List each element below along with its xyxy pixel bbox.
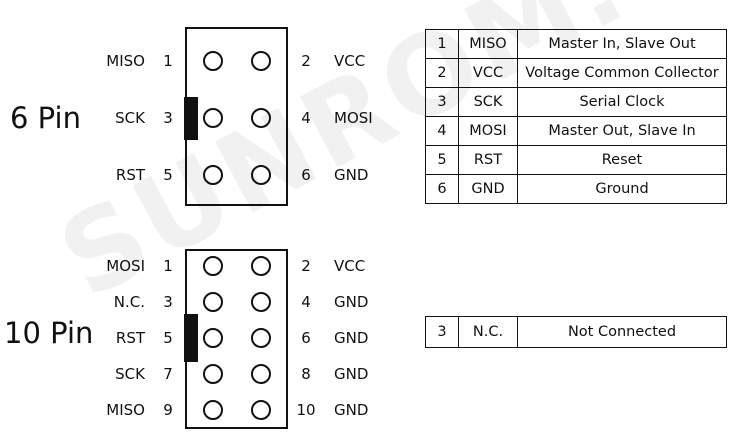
right-signal-label: GND [334,329,369,347]
pin-circle [251,364,271,384]
key-notch [184,97,198,140]
description-cell: Reset [517,145,727,175]
pin-circle [203,364,223,384]
right-signal-label: GND [334,166,369,184]
pin-number-cell: 2 [425,58,459,88]
signal-cell: GND [458,174,518,204]
header-title: 6 Pin [10,101,81,135]
signal-cell: SCK [458,87,518,117]
right-signal-label: VCC [334,52,366,70]
left-signal-label: RST [115,166,145,184]
header-title: 10 Pin [4,316,94,350]
description-cell: Master In, Slave Out [517,29,727,59]
right-pin-number: 10 [296,401,316,419]
right-signal-label: GND [334,293,369,311]
key-notch [184,314,198,362]
left-pin-number: 7 [163,365,173,383]
left-pin-number: 3 [163,293,173,311]
pin-circle [251,328,271,348]
pin-circle [203,108,223,128]
description-cell: Voltage Common Collector [517,58,727,88]
pin-number-cell: 5 [425,145,459,175]
signal-cell: VCC [458,58,518,88]
pin-circle [203,51,223,71]
right-pin-number: 8 [301,365,311,383]
pin-circle [251,108,271,128]
right-pin-number: 6 [301,166,311,184]
left-pin-number: 9 [163,401,173,419]
right-pin-number: 2 [301,52,311,70]
header-outline [185,249,288,429]
left-signal-label: MISO [106,401,145,419]
signal-cell: MISO [458,29,518,59]
signal-cell: RST [458,145,518,175]
pin-circle [251,165,271,185]
pin-circle [203,165,223,185]
right-signal-label: GND [334,365,369,383]
pin-circle [203,328,223,348]
signal-cell: MOSI [458,116,518,146]
left-signal-label: SCK [115,109,145,127]
pin-number-cell: 3 [425,316,459,348]
pin-number-cell: 6 [425,174,459,204]
description-cell: Ground [517,174,727,204]
right-pin-number: 4 [301,293,311,311]
right-pin-number: 4 [301,109,311,127]
pin-circle [203,292,223,312]
right-signal-label: MOSI [334,109,373,127]
header-outline [185,27,288,206]
left-pin-number: 5 [163,166,173,184]
description-cell: Serial Clock [517,87,727,117]
pin-circle [251,256,271,276]
right-pin-number: 6 [301,329,311,347]
right-signal-label: GND [334,401,369,419]
left-signal-label: SCK [115,365,145,383]
left-pin-number: 3 [163,109,173,127]
left-signal-label: MISO [106,52,145,70]
pin-number-cell: 3 [425,87,459,117]
pin-number-cell: 1 [425,29,459,59]
left-signal-label: N.C. [113,293,145,311]
description-cell: Not Connected [517,316,727,348]
pin-number-cell: 4 [425,116,459,146]
right-signal-label: VCC [334,257,366,275]
pin-circle [251,51,271,71]
description-cell: Master Out, Slave In [517,116,727,146]
right-pin-number: 2 [301,257,311,275]
left-signal-label: RST [115,329,145,347]
signal-cell: N.C. [458,316,518,348]
left-signal-label: MOSI [106,257,145,275]
left-pin-number: 5 [163,329,173,347]
pin-circle [203,400,223,420]
left-pin-number: 1 [163,52,173,70]
pin-circle [251,292,271,312]
left-pin-number: 1 [163,257,173,275]
pin-circle [251,400,271,420]
pin-circle [203,256,223,276]
